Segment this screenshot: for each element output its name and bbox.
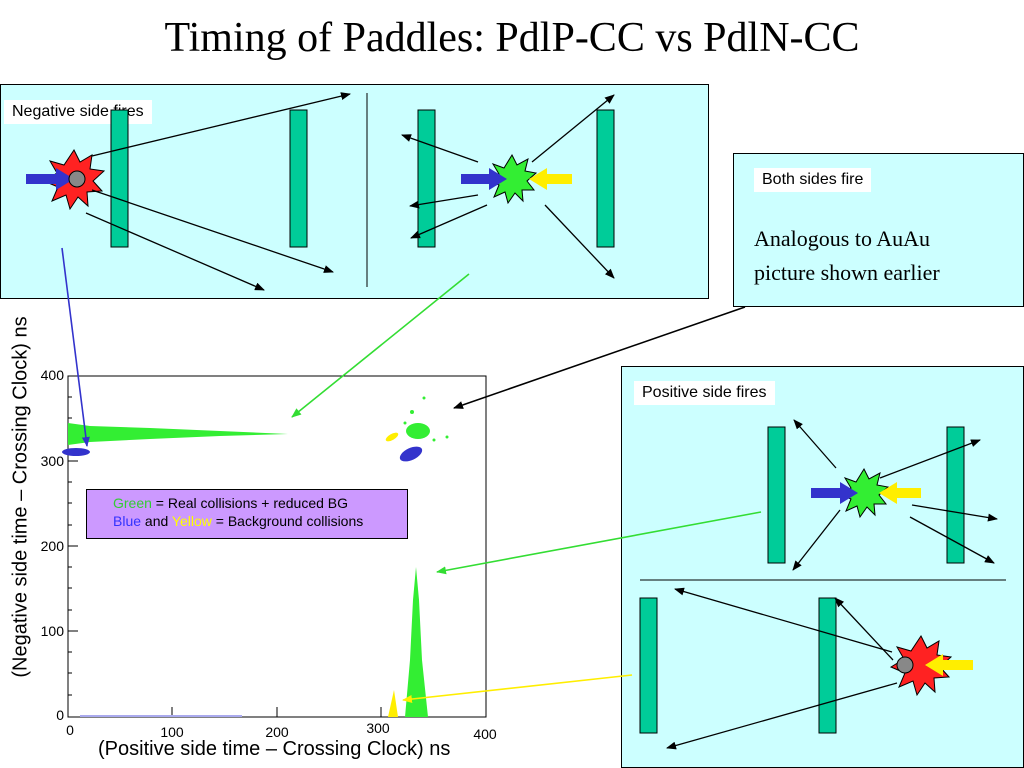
y-tick-label: 0: [56, 707, 64, 723]
pointer-arrow-green: [436, 511, 762, 575]
pointer-arrow-blue: [61, 247, 90, 447]
x-tick-label: 0: [66, 722, 74, 738]
pointer-arrow-green: [291, 273, 470, 418]
positive-side-label: Positive side fires: [634, 381, 775, 405]
yellow-arrow-shaft: [895, 488, 921, 498]
legend-green-word: Green: [113, 495, 152, 511]
paddle: [946, 426, 965, 564]
particle: [896, 656, 914, 674]
arrow: [666, 682, 898, 750]
y-tick-label: 100: [40, 623, 64, 639]
paddle: [639, 597, 658, 734]
arrow: [544, 204, 615, 279]
y-tick-label: 300: [40, 453, 64, 469]
paddle: [767, 426, 786, 564]
arrow: [909, 516, 995, 564]
x-axis-label: (Positive side time – Crossing Clock) ns: [98, 738, 451, 760]
arrow: [409, 194, 479, 209]
y-axis-label: (Negative side time – Crossing Clock) ns: [9, 316, 32, 678]
y-tick-label: 400: [40, 367, 64, 383]
yellow-arrow-head: [925, 654, 943, 676]
legend-green-description: = Real collisions + reduced BG: [151, 495, 349, 511]
blue-arrow-shaft: [26, 174, 56, 184]
x-tick-label: 100: [160, 724, 184, 740]
yellow-spike: [388, 690, 398, 717]
blue-cluster: [62, 448, 90, 456]
x-tick-label: 300: [366, 720, 390, 736]
yellow-arrow-head: [529, 168, 547, 190]
description-line-1: Analogous to AuAu: [754, 226, 930, 251]
both-sides-label: Both sides fire: [754, 168, 872, 192]
x-tick-label: 200: [265, 724, 289, 740]
pointer-arrow-black: [453, 306, 746, 409]
blue-arrow-head: [56, 168, 74, 190]
blue-arrow-head: [489, 168, 507, 190]
blue-arrow-shaft: [461, 174, 491, 184]
legend-and-word: and: [141, 513, 172, 529]
yellow-arrow-head: [879, 482, 897, 504]
arrow: [85, 212, 265, 291]
arrow: [879, 439, 981, 479]
y-tick-label: 200: [40, 538, 64, 554]
x-tick-label: 400: [473, 726, 497, 742]
legend-background-description: = Background collisions: [211, 513, 364, 529]
both-sides-cluster: [385, 396, 449, 462]
green-band: [68, 423, 288, 445]
positive-top-burst-green: [838, 467, 890, 519]
arrow: [911, 504, 998, 522]
paddle: [289, 109, 308, 248]
paddle: [818, 597, 837, 734]
legend-box: Green = Real collisions + reduced BG Blu…: [86, 489, 408, 539]
slide-title: Timing of Paddles: PdlP-CC vs PdlN-CC: [164, 15, 860, 61]
green-spike: [405, 567, 428, 717]
blue-arrow-head: [840, 482, 858, 504]
blue-arrow-shaft: [811, 488, 841, 498]
arrow: [531, 94, 615, 163]
paddle: [417, 109, 436, 248]
paddle: [596, 109, 615, 248]
arrow: [834, 597, 894, 661]
legend-yellow-word: Yellow: [171, 513, 212, 529]
description-line-2: picture shown earlier: [754, 260, 940, 285]
arrow: [793, 419, 837, 469]
pointer-arrow-yellow: [402, 674, 633, 703]
legend-line-1: Green = Real collisions + reduced BG: [113, 494, 407, 512]
paddle: [110, 109, 129, 248]
legend-blue-word: Blue: [113, 513, 142, 529]
yellow-arrow-shaft: [942, 660, 973, 670]
legend-line-2: Blue and Yellow = Background collisions: [113, 512, 407, 530]
arrow: [674, 587, 893, 653]
arrow: [401, 134, 479, 163]
both-burst-green: [486, 153, 538, 205]
arrow: [410, 204, 488, 239]
arrow: [91, 189, 334, 273]
yellow-arrow-shaft: [545, 174, 572, 184]
arrow: [91, 92, 351, 157]
both-sides-description: Analogous to AuAu picture shown earlier: [754, 222, 1014, 290]
particle: [68, 170, 86, 188]
arrow: [792, 509, 841, 571]
